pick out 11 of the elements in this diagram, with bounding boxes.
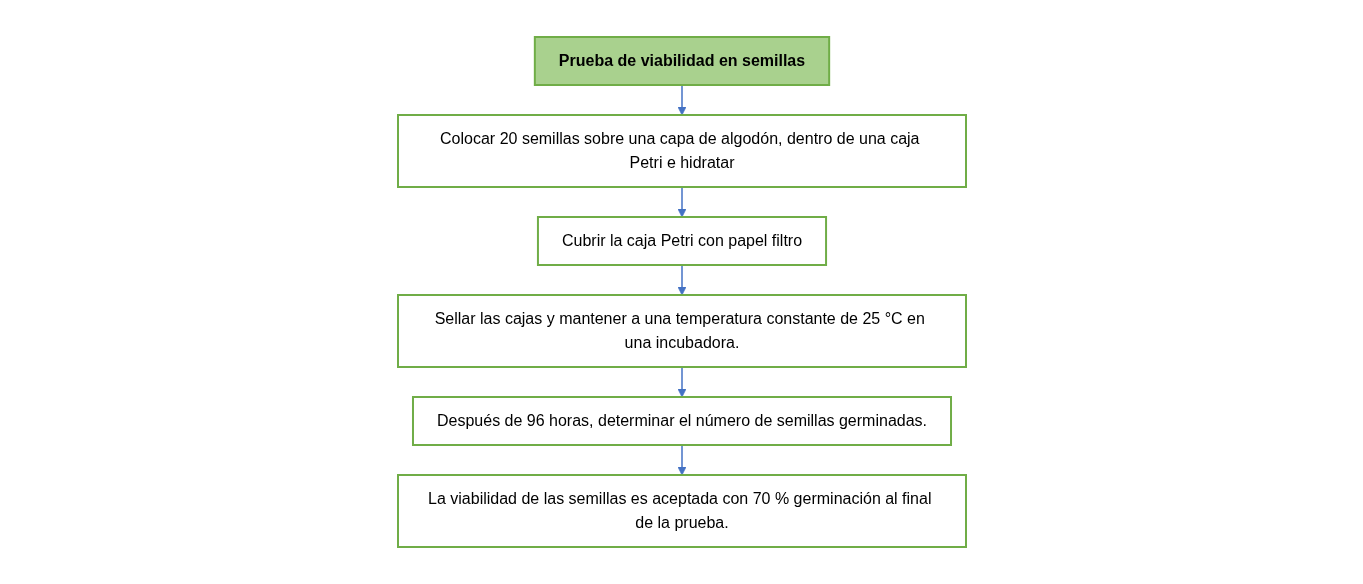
node-box: Después de 96 horas, determinar el número de semillas germinadas. <box>411 396 952 446</box>
arrow <box>677 444 686 476</box>
arrow <box>677 264 686 296</box>
arrow <box>677 186 686 218</box>
node-box: Sellar las cajas y mantener a una temperatura constante de 25 °C en una incubadora. <box>396 294 967 368</box>
node-box: Colocar 20 semillas sobre una capa de algodón, dentro de una caja Petri e hidratar <box>396 114 967 188</box>
arrow <box>677 84 686 116</box>
node-box: Prueba de viabilidad en semillas <box>533 36 830 86</box>
node-box: Cubrir la caja Petri con papel filtro <box>536 216 827 266</box>
arrow <box>677 366 686 398</box>
node-box: La viabilidad de las semillas es aceptada con 70 % germinación al final de la prueba. <box>396 474 967 548</box>
